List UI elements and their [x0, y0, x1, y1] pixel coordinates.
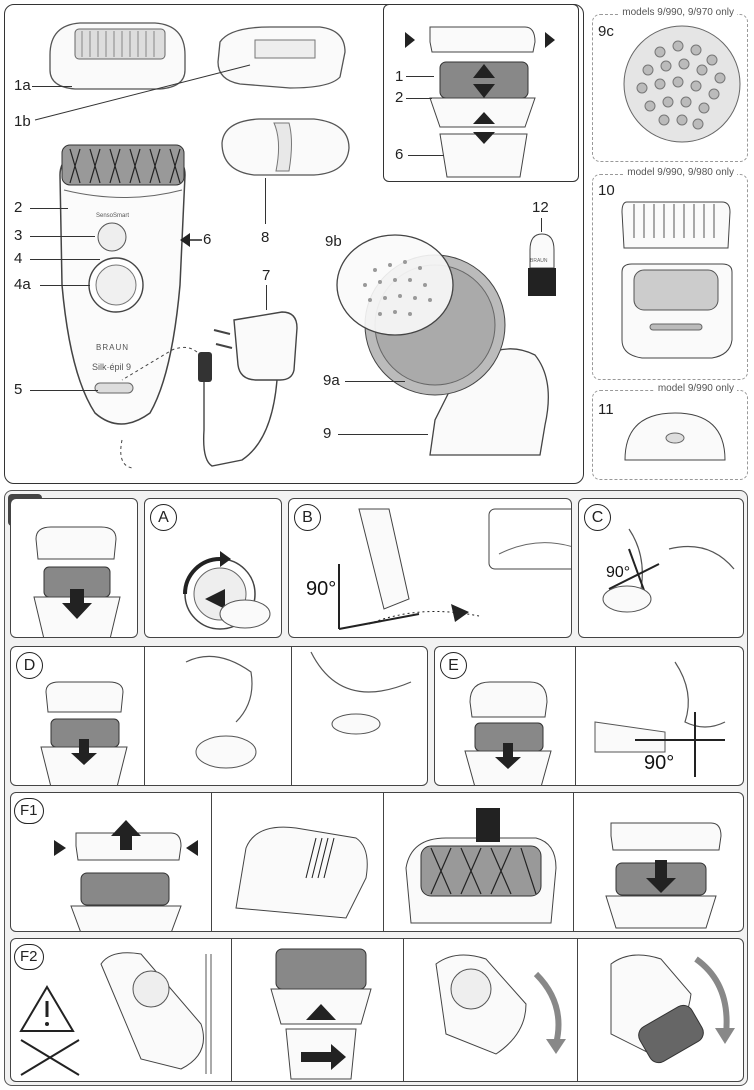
power-adapter-illustration — [120, 311, 298, 469]
label-5: 5 — [14, 381, 23, 398]
step-assemble-cap — [10, 498, 138, 638]
label-3: 3 — [14, 227, 23, 244]
epilator-illustration — [59, 144, 186, 425]
label-11: 11 — [598, 401, 614, 418]
step-label-f1: F1 — [14, 798, 44, 824]
step-label-d: D — [16, 652, 43, 679]
shaver-head-illustration — [621, 201, 733, 359]
label-12: 12 — [532, 199, 549, 216]
model-panel-11: model 9/990 only — [592, 383, 748, 480]
efficiency-cap-illustration — [217, 26, 346, 89]
label-7: 7 — [262, 267, 271, 284]
massage-cap-illustration — [221, 118, 350, 176]
step-d — [10, 646, 428, 786]
device-model-label: Silk·épil 9 — [92, 362, 132, 372]
charging-stand-illustration — [624, 412, 726, 461]
massage-pad-illustration — [623, 25, 741, 143]
step-label-e: E — [440, 652, 467, 679]
label-9b: 9b — [325, 233, 342, 250]
step-label-f2: F2 — [14, 944, 44, 970]
step-e — [434, 646, 744, 786]
angle-label-c: 90° — [606, 564, 631, 581]
label-10: 10 — [598, 182, 615, 199]
model-panel-9c: models 9/990, 9/970 only — [592, 7, 748, 162]
model-note-9c: models 9/990, 9/970 only — [619, 7, 737, 18]
label-9a: 9a — [323, 372, 340, 389]
label-1a: 1a — [14, 77, 31, 94]
step-a — [144, 498, 282, 638]
label-9c: 9c — [598, 23, 614, 40]
step-b — [288, 498, 572, 638]
device-smart-label: SensoSmart — [96, 213, 130, 219]
model-note-11: model 9/990 only — [654, 383, 737, 394]
label-6-assembly: 6 — [395, 146, 404, 163]
step-label-b: B — [294, 504, 321, 531]
label-4a: 4a — [14, 276, 31, 293]
step-label-c: C — [584, 504, 611, 531]
label-4: 4 — [14, 250, 23, 267]
label-9: 9 — [323, 425, 332, 442]
epilation-cap-illustration — [49, 22, 186, 90]
brush-brand-label: BRAUN — [530, 258, 548, 264]
arrow-icon — [180, 233, 202, 247]
step-label-a: A — [150, 504, 177, 531]
model-panel-10: model 9/990, 9/980 only — [592, 167, 748, 380]
angle-label-e: 90° — [644, 752, 675, 774]
angle-label-b: 90° — [306, 578, 337, 600]
device-brand-label: BRAUN — [96, 343, 130, 352]
label-1b: 1b — [14, 113, 31, 130]
assembly-inset-frame — [383, 4, 579, 182]
label-1-assembly: 1 — [395, 68, 404, 85]
label-6: 6 — [203, 231, 212, 248]
label-2: 2 — [14, 199, 23, 216]
label-2-assembly: 2 — [395, 89, 404, 106]
label-8: 8 — [261, 229, 270, 246]
step-f2 — [10, 938, 744, 1082]
step-f1 — [10, 792, 744, 932]
exfoliation-attachment-illustration — [336, 234, 549, 456]
cleaning-brush-illustration — [528, 233, 556, 296]
assembly-illustration — [405, 26, 555, 178]
model-note-10: model 9/990, 9/980 only — [624, 167, 737, 178]
